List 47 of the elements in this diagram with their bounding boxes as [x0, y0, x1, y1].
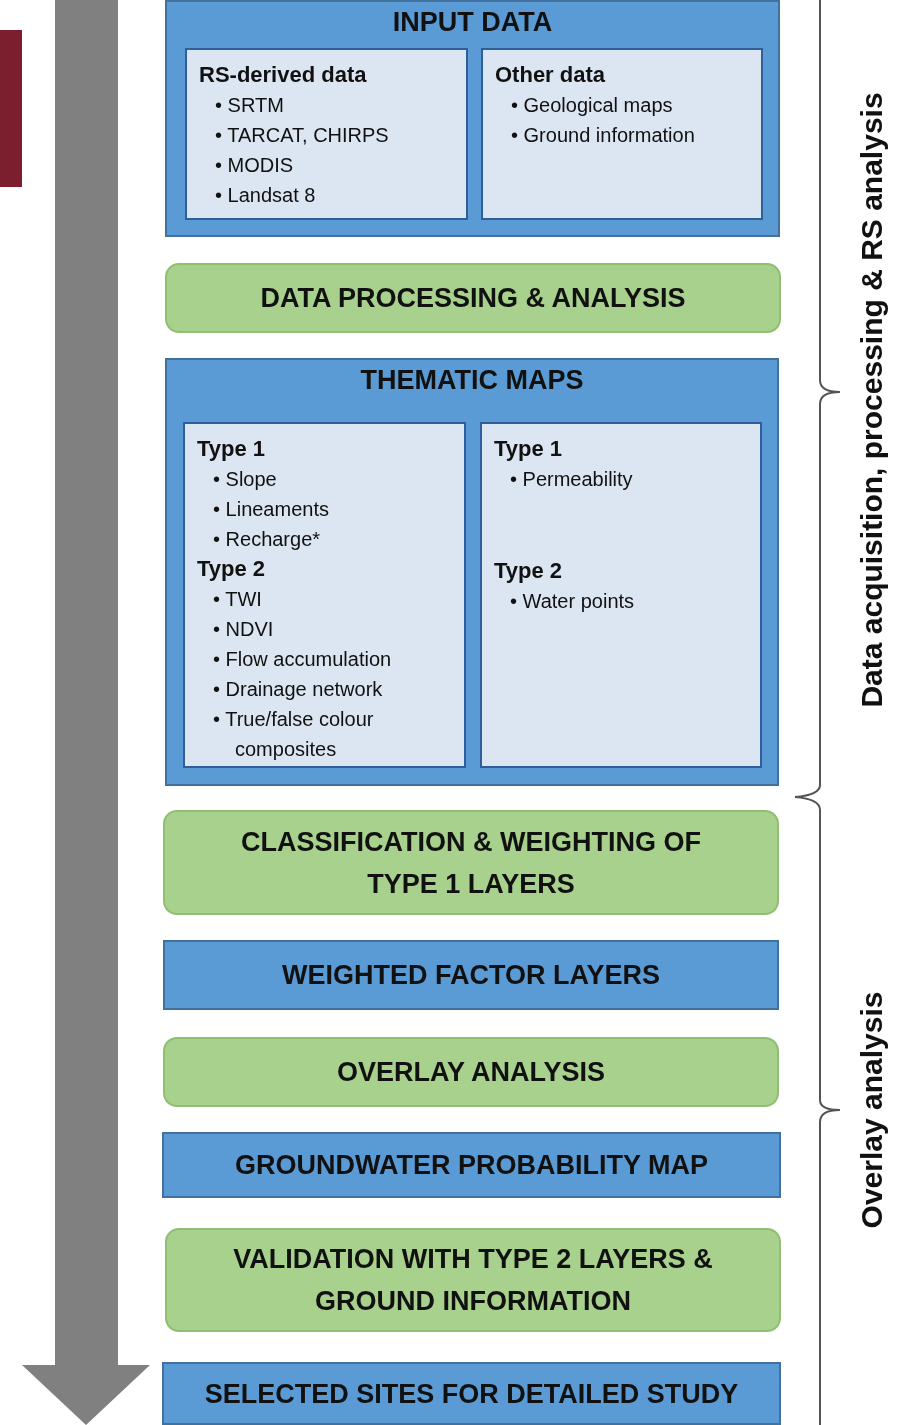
list-heading: Type 2: [197, 555, 267, 583]
bracket-label: Overlay analysis: [855, 991, 889, 1229]
list-item: • Flow accumulation: [213, 647, 393, 672]
process-box: [165, 1228, 781, 1332]
process-box: [165, 263, 781, 333]
box-title: CLASSIFICATION & WEIGHTING OF TYPE 1 LAYERS: [240, 825, 702, 901]
list-item: • SRTM: [215, 93, 285, 118]
list-item: • Geological maps: [511, 93, 674, 118]
box-title: DATA PROCESSING & ANALYSIS: [260, 282, 686, 315]
list-box: [183, 422, 466, 768]
list-heading: Type 2: [494, 557, 564, 585]
process-box: [162, 1132, 781, 1198]
box-title: SELECTED SITES FOR DETAILED STUDY: [204, 1377, 739, 1411]
list-item: • TWI: [213, 587, 263, 612]
list-box: [185, 48, 468, 220]
box-title: VALIDATION WITH TYPE 2 LAYERS & GROUND INFORMATION: [232, 1243, 714, 1318]
list-item: • Permeability: [510, 467, 634, 492]
side-bar: [0, 30, 22, 187]
list-item: • Slope: [213, 467, 278, 492]
process-box: [163, 1037, 779, 1107]
list-heading: Type 1: [494, 435, 564, 463]
group-panel: [165, 0, 780, 237]
box-title: OVERLAY ANALYSIS: [336, 1056, 606, 1089]
list-heading: RS-derived data: [199, 61, 368, 89]
list-item: • True/false colour composites: [213, 707, 375, 762]
box-title: GROUNDWATER PROBABILITY MAP: [235, 1149, 708, 1182]
list-item: • Water points: [510, 589, 636, 614]
list-heading: Other data: [495, 61, 607, 89]
list-item: • Landsat 8: [215, 183, 317, 208]
panel-title: INPUT DATA: [391, 6, 554, 39]
list-item: • Drainage network: [213, 677, 384, 702]
list-heading: Type 1: [197, 435, 267, 463]
process-box: [163, 810, 779, 915]
list-item: • Recharge*: [213, 527, 322, 552]
list-box: [481, 48, 763, 220]
process-box: [163, 940, 779, 1010]
list-item: • TARCAT, CHIRPS: [215, 123, 390, 148]
list-item: • Ground information: [511, 123, 696, 148]
list-item: • Lineaments: [213, 497, 330, 522]
list-box: [480, 422, 762, 768]
group-panel: [165, 358, 779, 786]
list-item: • NDVI: [213, 617, 275, 642]
panel-title: THEMATIC MAPS: [359, 364, 585, 397]
box-title: WEIGHTED FACTOR LAYERS: [281, 959, 660, 992]
list-item: • MODIS: [215, 153, 295, 178]
process-box: [162, 1362, 781, 1425]
bracket-label: Data acquisition, processing & RS analysis: [855, 92, 889, 708]
